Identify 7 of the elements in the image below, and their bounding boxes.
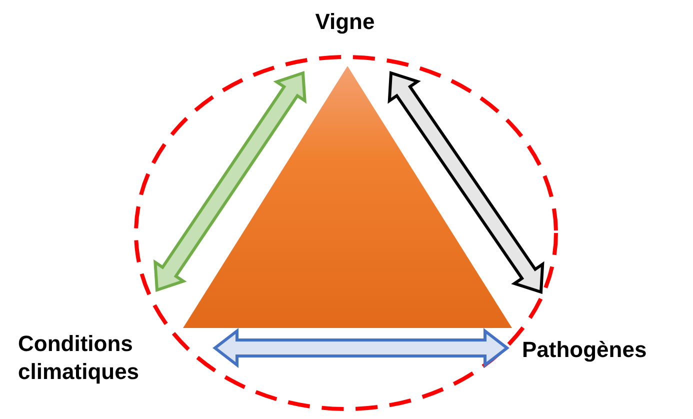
double-arrow xyxy=(154,70,306,292)
corner-label: Pathogènes xyxy=(522,336,692,364)
triangle xyxy=(183,66,512,328)
double-arrow xyxy=(388,70,544,294)
corner-label: Conditions climatiques xyxy=(18,330,178,385)
corner-label: Vigne xyxy=(300,8,390,36)
double-arrow xyxy=(212,328,510,368)
